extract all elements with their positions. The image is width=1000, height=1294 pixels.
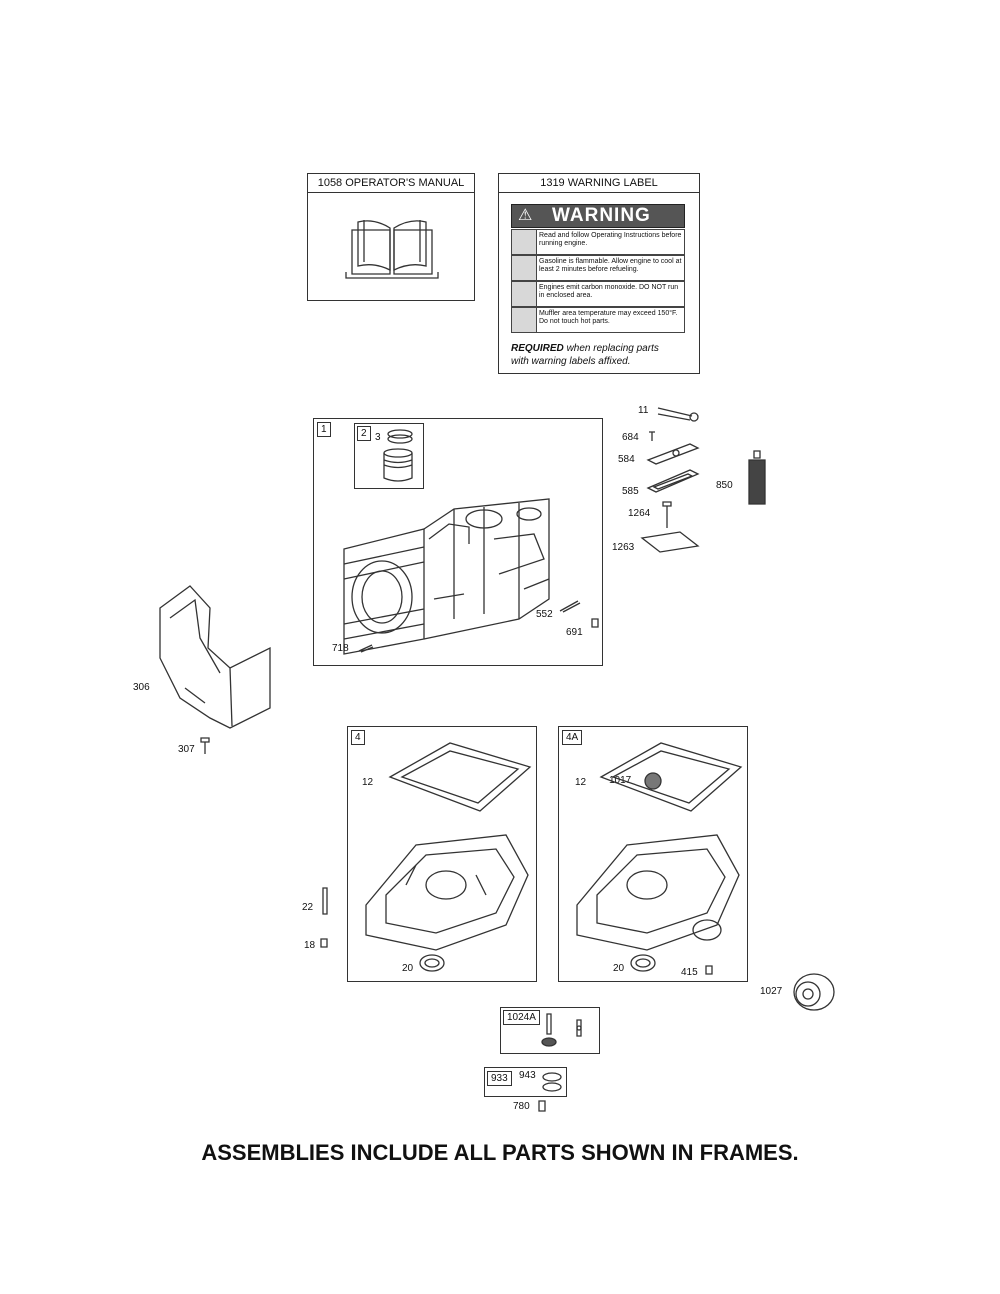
label-12: 12 xyxy=(362,777,374,788)
gear-1027-icon xyxy=(793,973,835,1011)
open-book-icon xyxy=(345,220,439,279)
label-307: 307 xyxy=(178,744,195,755)
label-1264: 1264 xyxy=(628,508,651,519)
kit-1024a-frame: 1024A xyxy=(500,1007,600,1054)
sump-assembly-frame-4a: 4A 12 1017 20 415 xyxy=(558,726,748,982)
label-20-4a: 20 xyxy=(613,963,625,974)
frame-tag-1: 1 xyxy=(317,422,331,437)
frame-tag-4a: 4A xyxy=(562,730,583,745)
frame-tag-2: 2 xyxy=(357,426,371,441)
dipstick-22-icon xyxy=(322,887,328,915)
label-1017: 1017 xyxy=(609,775,632,786)
warning-row-text: Read and follow Operating Instructions b… xyxy=(539,232,682,247)
label-943: 943 xyxy=(519,1070,536,1081)
sump-gasket-4a-icon xyxy=(599,742,743,812)
label-1263: 1263 xyxy=(612,542,635,553)
frame-tag-1024a: 1024A xyxy=(503,1010,540,1025)
screw-684-icon xyxy=(649,431,655,441)
required-bold: REQUIRED xyxy=(511,343,564,354)
label-22: 22 xyxy=(302,902,314,913)
stud-552-icon xyxy=(559,600,581,613)
oil-seal-20-icon xyxy=(419,954,445,972)
cylinder-block-icon xyxy=(343,498,550,655)
warning-label-title: 1319 WARNING LABEL xyxy=(499,174,699,193)
gasket-585-icon xyxy=(646,469,700,493)
label-718: 718 xyxy=(332,643,349,654)
screw-18-icon xyxy=(320,938,328,948)
assemblies-footer-note: ASSEMBLIES INCLUDE ALL PARTS SHOWN IN FR… xyxy=(201,1140,799,1165)
piston-subframe: 2 3 xyxy=(354,423,424,489)
sealant-tube-icon xyxy=(748,450,766,505)
frame-tag-933: 933 xyxy=(487,1071,512,1086)
flame-icon xyxy=(512,256,537,280)
warning-header: ⚠ WARNING xyxy=(511,204,685,228)
warning-row-co: Engines emit carbon monoxide. DO NOT run… xyxy=(511,281,685,307)
required-note: REQUIRED when replacing parts with warni… xyxy=(511,342,659,368)
required-rest: when replacing parts xyxy=(563,343,659,354)
warning-row-manual: Read and follow Operating Instructions b… xyxy=(511,229,685,255)
label-306: 306 xyxy=(133,682,150,693)
label-780: 780 xyxy=(513,1101,530,1112)
sump-cover-4a-icon xyxy=(576,834,740,951)
label-12-4a: 12 xyxy=(575,777,587,788)
label-552: 552 xyxy=(536,609,553,620)
label-585: 585 xyxy=(622,486,639,497)
label-11: 11 xyxy=(638,405,649,416)
label-584: 584 xyxy=(618,454,635,465)
breather-tube-icon xyxy=(657,407,699,422)
oil-seal-20-4a-icon xyxy=(630,954,656,972)
breather-cover-icon xyxy=(646,443,700,465)
valve-parts-icon xyxy=(541,1013,582,1047)
warning-label-frame: 1319 WARNING LABEL ⚠ WARNING Read and fo… xyxy=(498,173,700,374)
screw-415-icon xyxy=(705,965,713,975)
required-line2: with warning labels affixed. xyxy=(511,356,631,367)
cylinder-assembly-frame: 1 2 3 718 552 691 xyxy=(313,418,603,666)
frame-tag-4: 4 xyxy=(351,730,365,745)
sump-assembly-frame-4: 4 12 20 xyxy=(347,726,537,982)
label-684: 684 xyxy=(622,432,639,443)
cylinder-shroud-icon xyxy=(159,585,271,729)
screw-307-icon xyxy=(200,737,210,754)
label-3: 3 xyxy=(375,432,381,443)
nut-691-icon xyxy=(591,618,599,628)
operators-manual-title: 1058 OPERATOR'S MANUAL xyxy=(308,174,474,193)
exhaust-icon xyxy=(512,282,537,306)
warning-row-hot: Muffler area temperature may exceed 150°… xyxy=(511,307,685,333)
warning-row-fuel: Gasoline is flammable. Allow engine to c… xyxy=(511,255,685,281)
warning-triangle-icon: ⚠ xyxy=(518,207,533,224)
label-691: 691 xyxy=(566,627,583,638)
piston-icon xyxy=(383,448,413,482)
label-415: 415 xyxy=(681,967,698,978)
seal-943-icon xyxy=(542,1072,562,1092)
pin-718-icon xyxy=(358,644,374,653)
screw-780-icon xyxy=(538,1100,546,1112)
label-18: 18 xyxy=(304,940,316,951)
piston-rings-icon xyxy=(387,429,413,444)
label-1027: 1027 xyxy=(760,986,783,997)
plate-1263-icon xyxy=(640,531,700,553)
bolt-1264-icon xyxy=(662,501,672,528)
kit-bottom-frame: 933 943 xyxy=(484,1067,567,1097)
book-icon xyxy=(512,230,537,254)
operators-manual-frame: 1058 OPERATOR'S MANUAL xyxy=(307,173,475,301)
warning-header-text: WARNING xyxy=(552,205,651,226)
warning-row-text: Gasoline is flammable. Allow engine to c… xyxy=(539,258,682,273)
label-20: 20 xyxy=(402,963,414,974)
hot-surface-icon xyxy=(512,308,537,332)
sump-cover-icon xyxy=(365,834,529,951)
warning-row-text: Engines emit carbon monoxide. DO NOT run… xyxy=(539,284,679,299)
sump-gasket-icon xyxy=(388,742,532,812)
warning-row-text: Muffler area temperature may exceed 150°… xyxy=(539,310,678,325)
label-850: 850 xyxy=(716,480,733,491)
